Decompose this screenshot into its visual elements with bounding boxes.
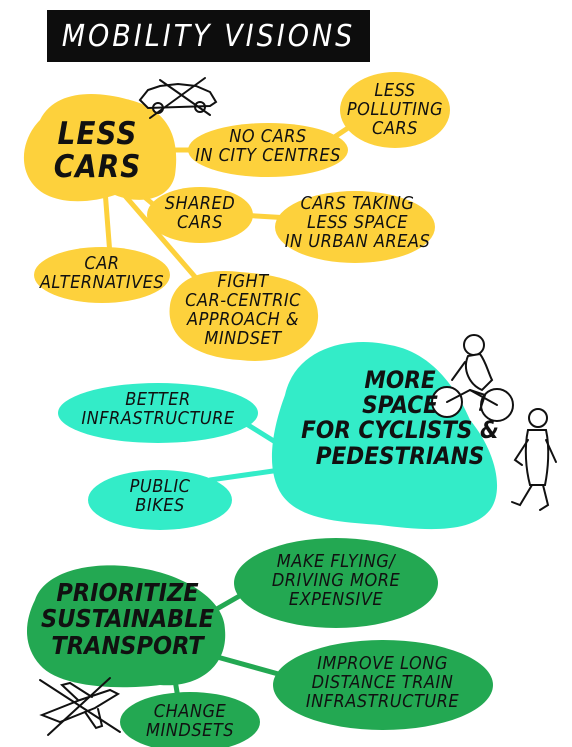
prioritize-main-blob xyxy=(26,565,226,688)
node-less-polluting-label: LESS POLLUTING CARS xyxy=(345,80,445,139)
label-line: PEDESTRIANS xyxy=(315,441,485,470)
label-line: CAR-CENTRIC xyxy=(185,289,301,311)
prioritize-shapes xyxy=(26,538,493,747)
label-line: PUBLIC xyxy=(129,476,191,497)
more-space-main-label: MORE SPACE FOR CYCLISTS & PEDESTRIANS xyxy=(300,366,500,470)
node-no-cars-label: NO CARS IN CITY CENTRES xyxy=(188,126,348,166)
label-line: IMPROVE LONG xyxy=(317,653,448,674)
label-line: MINDSET xyxy=(204,327,282,349)
label-line: SHARED xyxy=(164,193,236,214)
node-fight-blob xyxy=(169,270,319,361)
less-cars-main-blob xyxy=(23,94,177,202)
node-shared-cars-blob xyxy=(147,187,253,243)
label-line: CARS xyxy=(53,148,142,185)
label-line: LESS xyxy=(57,116,138,152)
label-line: CARS xyxy=(372,117,418,139)
label-line: LESS SPACE xyxy=(306,211,409,233)
label-line: FIGHT xyxy=(217,271,269,292)
node-change-mindsets-blob xyxy=(120,692,260,747)
node-improve-train-label: IMPROVE LONG DISTANCE TRAIN INFRASTRUCTU… xyxy=(290,653,475,712)
crossed-out-plane-icon xyxy=(39,677,121,736)
node-improve-train-blob xyxy=(273,640,493,730)
node-public-bikes-label: PUBLIC BIKES xyxy=(110,476,210,516)
node-better-infra-blob xyxy=(58,383,258,443)
label-line: POLLUTING xyxy=(346,98,444,120)
node-better-infra-label: BETTER INFRASTRUCTURE xyxy=(68,389,248,429)
label-line: INFRASTRUCTURE xyxy=(305,690,460,712)
node-no-cars-blob xyxy=(188,123,348,177)
label-line: CARS TAKING xyxy=(300,193,415,214)
node-make-flying-label: MAKE FLYING/ DRIVING MORE EXPENSIVE xyxy=(252,551,420,610)
label-line: SUSTAINABLE xyxy=(41,604,214,634)
label-line: DRIVING MORE xyxy=(271,569,401,591)
page-title: MOBILITY VISIONS xyxy=(61,18,356,54)
label-line: DISTANCE TRAIN xyxy=(311,671,454,693)
label-line: EXPENSIVE xyxy=(288,588,384,610)
label-line: FOR CYCLISTS & xyxy=(301,416,499,445)
label-line: NO CARS xyxy=(229,126,307,147)
label-line: ALTERNATIVES xyxy=(39,271,165,293)
connector-main-to-car-alternatives xyxy=(102,187,113,258)
label-line: CARS xyxy=(177,211,223,233)
node-car-alternatives-blob xyxy=(34,247,170,303)
connector-main-to-public-bikes xyxy=(207,467,283,483)
crossed-out-car-icon xyxy=(138,77,218,119)
less-cars-shapes xyxy=(23,72,450,361)
label-line: LESS xyxy=(374,80,416,101)
label-line: INFRASTRUCTURE xyxy=(81,407,235,429)
label-line: MINDSETS xyxy=(145,719,234,741)
label-line: CAR xyxy=(84,253,120,274)
label-line: BETTER xyxy=(125,389,191,410)
node-cars-taking-label: CARS TAKING LESS SPACE IN URBAN AREAS xyxy=(280,193,435,252)
label-line: PRIORITIZE xyxy=(56,578,199,607)
label-line: IN CITY CENTRES xyxy=(195,144,341,166)
label-line: TRANSPORT xyxy=(51,630,204,660)
label-line: MORE xyxy=(364,366,436,394)
title-banner: MOBILITY VISIONS xyxy=(47,10,370,62)
node-car-alternatives-label: CAR ALTERNATIVES xyxy=(36,253,168,293)
pedestrian-icon xyxy=(511,408,557,511)
node-less-polluting-blob xyxy=(340,72,450,148)
less-cars-main-label: LESS CARS xyxy=(40,118,155,183)
node-cars-taking-blob xyxy=(275,191,435,263)
node-public-bikes-blob xyxy=(88,470,232,530)
label-line: APPROACH & xyxy=(187,308,299,330)
node-make-flying-blob xyxy=(234,538,438,628)
label-line: SPACE xyxy=(362,391,438,420)
label-line: MAKE FLYING/ xyxy=(276,551,396,572)
node-fight-label: FIGHT CAR-CENTRIC APPROACH & MINDSET xyxy=(178,271,308,349)
prioritize-main-label: PRIORITIZE SUSTAINABLE TRANSPORT xyxy=(30,578,225,660)
label-line: BIKES xyxy=(135,494,185,516)
cyclist-icon xyxy=(431,334,514,422)
node-change-mindsets-label: CHANGE MINDSETS xyxy=(135,701,245,741)
node-shared-cars-label: SHARED CARS xyxy=(152,193,248,233)
label-line: IN URBAN AREAS xyxy=(284,230,431,252)
label-line: CHANGE xyxy=(153,701,227,722)
